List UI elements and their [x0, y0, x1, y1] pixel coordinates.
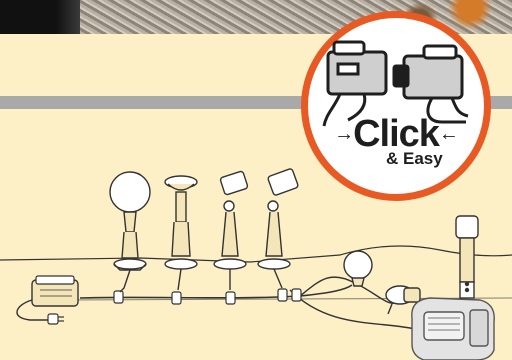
mushroom-light-icon — [165, 176, 197, 290]
badge-title: →Click← — [298, 115, 494, 153]
power-adapter-icon — [17, 276, 78, 324]
globe-light-icon — [110, 172, 150, 292]
arrow-left-icon: ← — [439, 123, 458, 145]
badge-graphic — [298, 8, 494, 204]
pond-pump-icon — [412, 298, 494, 360]
fountain-nozzle-icon — [456, 216, 478, 298]
badge-subtitle: & Easy — [386, 150, 443, 168]
arrow-right-icon: → — [334, 123, 353, 145]
spot-light-icon — [214, 171, 248, 290]
floating-globe-light-icon — [344, 251, 372, 286]
click-and-easy-badge: →Click← & Easy — [298, 8, 494, 204]
spot-light-icon — [258, 168, 299, 288]
